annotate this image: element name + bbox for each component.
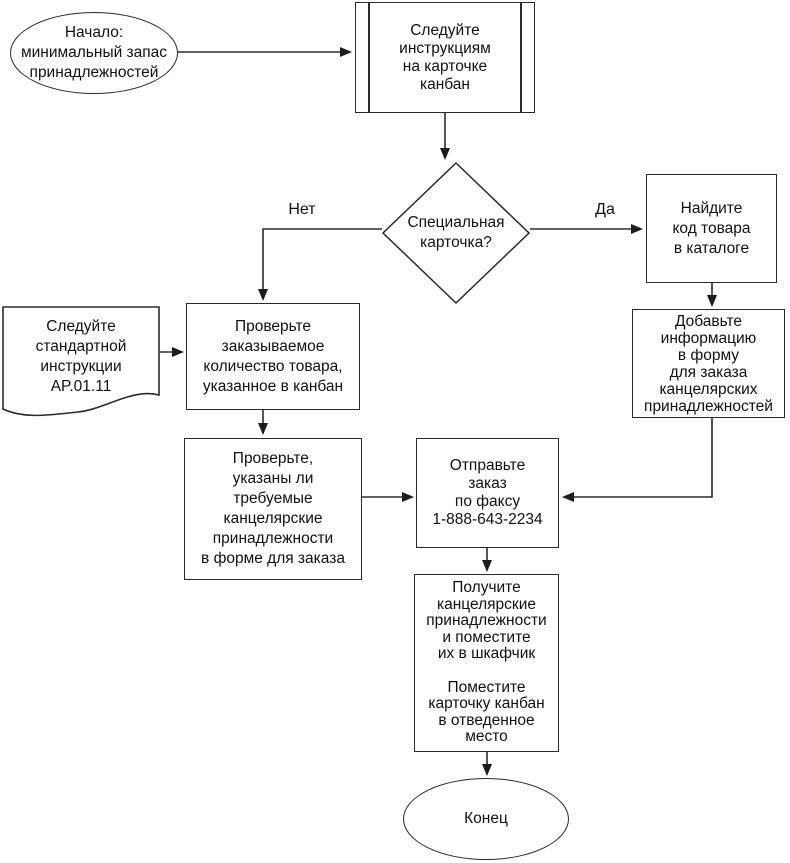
node-send-fax-process: Отправьте заказ по факсу 1-888-643-2234 xyxy=(416,438,559,548)
node-end-label: Конец xyxy=(464,810,508,827)
node-start-label: Начало: минимальный запас принадлежносте… xyxy=(20,24,168,81)
node-check-listed-process: Проверьте, указаны ли требуемые канцеляр… xyxy=(184,438,362,580)
edge-label-no: Нет xyxy=(288,201,316,218)
decision-diamond-shape xyxy=(382,162,530,304)
node-follow-kanban-predefined-process: Следуйте инструкциям на карточке канбан xyxy=(355,2,535,113)
node-check-quantity-label: Проверьте заказываемое количество товара… xyxy=(202,317,344,395)
node-find-code-process: Найдите код товара в каталоге xyxy=(646,174,777,283)
edge-label-yes: Да xyxy=(595,201,615,218)
predefined-process-left-bar xyxy=(368,3,370,112)
predefined-process-right-bar xyxy=(520,3,522,112)
node-add-info-label: Добавьте информацию в форму для заказа к… xyxy=(644,312,773,415)
node-start-terminator: Начало: минимальный запас принадлежносте… xyxy=(10,12,178,94)
node-follow-kanban-label: Следуйте инструкциям на карточке канбан xyxy=(399,21,491,93)
node-end-terminator: Конец xyxy=(403,778,569,860)
node-receive-supplies-label: Получите канцелярские принадлежности и п… xyxy=(426,579,547,746)
node-send-fax-label: Отправьте заказ по факсу 1-888-643-2234 xyxy=(432,457,543,528)
node-find-code-label: Найдите код товара в каталоге xyxy=(672,199,751,257)
node-check-listed-label: Проверьте, указаны ли требуемые канцеляр… xyxy=(201,450,345,567)
document-shape xyxy=(2,306,160,417)
node-add-info-process: Добавьте информацию в форму для заказа к… xyxy=(632,309,785,418)
node-special-card-label: Специальная карточка? xyxy=(407,214,505,251)
node-standard-instruction-document: Следуйте стандартной инструкции AP.01.11 xyxy=(2,306,160,420)
node-special-card-decision: Специальная карточка? xyxy=(382,162,530,304)
edge-decision-no-to-check-quantity xyxy=(258,228,382,301)
edge-add-info-to-send-fax xyxy=(562,418,713,502)
node-standard-instruction-label: Следуйте стандартной инструкции AP.01.11 xyxy=(35,318,127,395)
node-check-quantity-process: Проверьте заказываемое количество товара… xyxy=(186,303,360,410)
node-receive-supplies-process: Получите канцелярские принадлежности и п… xyxy=(414,574,559,752)
